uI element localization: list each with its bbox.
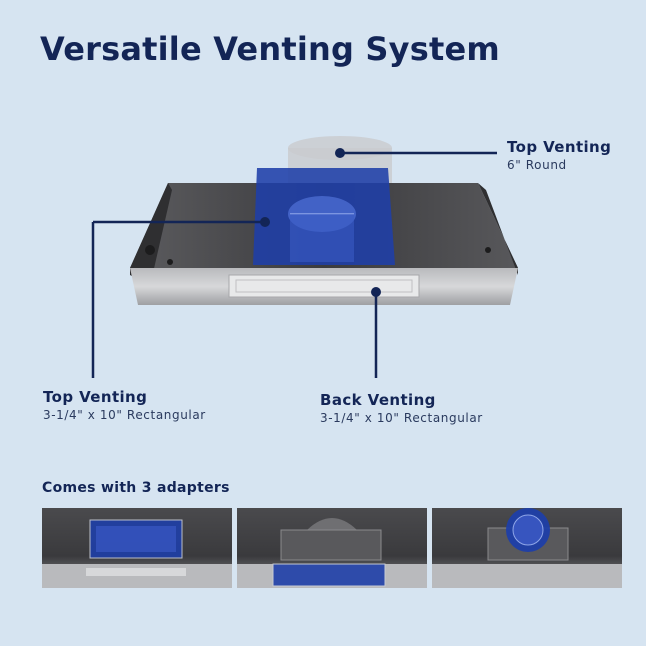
adapter-thumbnail-top-rect (42, 508, 232, 588)
callout-subtitle: 3-1/4" x 10" Rectangular (320, 411, 483, 425)
callout-top-round: Top Venting 6" Round (507, 138, 611, 172)
adapter-thumbnail-back-rect (237, 508, 427, 588)
callout-subtitle: 3-1/4" x 10" Rectangular (43, 408, 206, 422)
page-title: Versatile Venting System (40, 30, 500, 68)
callout-back-rect: Back Venting 3-1/4" x 10" Rectangular (320, 391, 483, 425)
adapter-thumbnail-top-round (432, 508, 622, 588)
callout-top-rect: Top Venting 3-1/4" x 10" Rectangular (43, 388, 206, 422)
adapters-heading: Comes with 3 adapters (42, 480, 230, 496)
callout-title: Top Venting (507, 138, 612, 156)
callout-title: Back Venting (320, 391, 436, 409)
callout-subtitle: 6" Round (507, 158, 567, 172)
callout-title: Top Venting (43, 388, 148, 406)
